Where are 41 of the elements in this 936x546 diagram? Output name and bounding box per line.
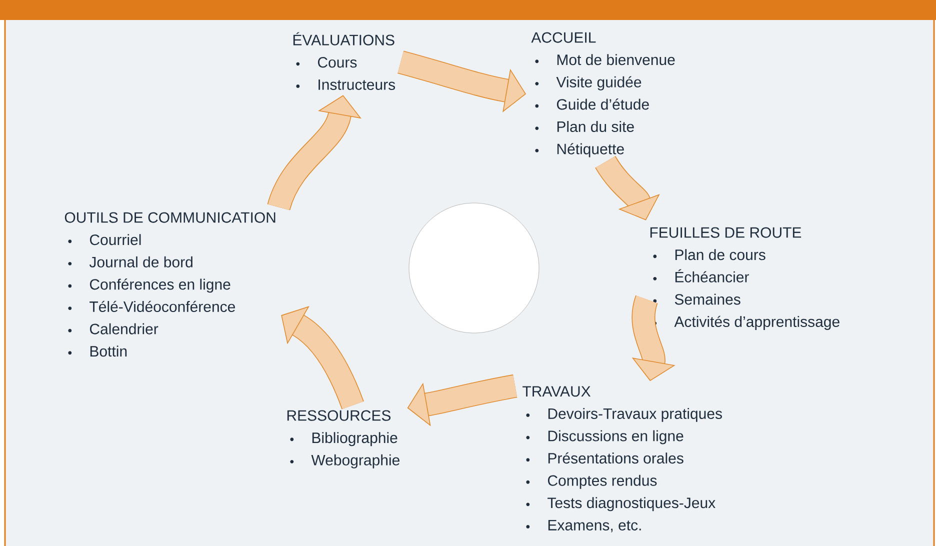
text-block	[293, 32, 396, 90]
list-item: Semaines	[674, 294, 740, 305]
text-block	[522, 386, 722, 532]
list-item: Plan de cours	[675, 249, 766, 260]
block-arrow	[281, 306, 364, 410]
list-item: Comptes rendus	[548, 474, 657, 489]
list-item: Examens, etc.	[548, 520, 641, 532]
list-item: Tests diagnostiques-Jeux	[548, 497, 716, 512]
list-item: Télé-Vidéoconférence	[90, 300, 235, 312]
list-item: Présentations orales	[548, 452, 684, 464]
list-item: Courriel	[90, 234, 141, 246]
list-item: Calendrier	[90, 323, 158, 334]
list-item: Discussions en ligne	[548, 430, 684, 444]
list-item: Guide d’étude	[556, 98, 649, 110]
heading: ÉVALUATIONS	[293, 32, 394, 46]
list-item: Activités d’apprentissage	[674, 316, 840, 330]
block-arrow	[595, 156, 660, 220]
list-item: Échéancier	[675, 269, 749, 282]
list-item: Nétiquette	[557, 143, 624, 158]
heading: FEUILLES DE ROUTE	[650, 227, 802, 238]
empty-circle	[408, 202, 540, 334]
list-item: Bibliographie	[312, 432, 398, 446]
list-item: Plan du site	[557, 121, 634, 132]
text-block	[650, 227, 840, 330]
list-item: Cours	[318, 57, 357, 68]
list-item: Journal de bord	[89, 256, 192, 268]
heading: TRAVAUX	[522, 386, 591, 397]
heading: ACCUEIL	[531, 32, 596, 43]
text-block	[64, 212, 276, 357]
text-block	[287, 410, 400, 468]
list-item: Instructeurs	[318, 80, 396, 90]
heading: RESSOURCES	[287, 410, 391, 421]
list-item: Webographie	[311, 454, 400, 468]
block-arrow	[407, 374, 518, 426]
list-item: Conférences en ligne	[90, 278, 230, 293]
list-item: Visite guidée	[556, 76, 642, 90]
list-item: Bottin	[90, 346, 127, 357]
heading: OUTILS DE COMMUNICATION	[64, 212, 276, 223]
list-item: Mot de bienvenue	[557, 54, 675, 66]
text-block	[531, 32, 675, 158]
list-item: Devoirs-Travaux pratiques	[548, 408, 722, 422]
